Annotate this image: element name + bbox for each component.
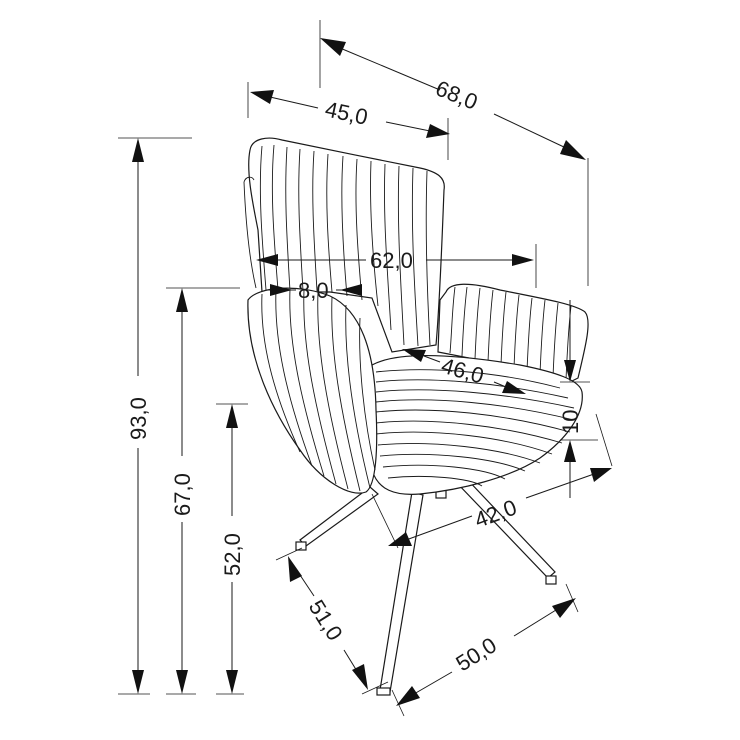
- label-seat-height: 52,0: [220, 533, 245, 576]
- label-base-width: 50,0: [451, 632, 501, 676]
- label-base-depth: 51,0: [304, 595, 348, 645]
- label-cushion-thickness: 10: [558, 410, 583, 434]
- label-arm-height: 67,0: [170, 473, 195, 516]
- dim-arm-height: [166, 287, 240, 695]
- chair-legs: [295, 475, 557, 696]
- label-back-width: 45,0: [323, 96, 370, 129]
- label-arm-width: 8,0: [298, 278, 329, 303]
- dim-seat-depth: [402, 349, 526, 394]
- label-total-height: 93,0: [126, 397, 151, 440]
- label-overall-width: 62,0: [370, 248, 413, 273]
- dim-seat-height: [216, 403, 248, 695]
- dim-overall-width: [256, 244, 537, 288]
- dim-cushion-thickness: [560, 300, 598, 498]
- dim-base-depth: [275, 547, 389, 695]
- dim-arm-width: [266, 284, 362, 296]
- chair-backrest: [243, 137, 445, 353]
- dim-back-width: [247, 82, 450, 160]
- dim-total-height: [118, 137, 192, 695]
- dim-base-width: [391, 583, 579, 717]
- label-total-depth: 68,0: [432, 75, 481, 114]
- chair-left-arm: [247, 287, 378, 494]
- dim-seat-width: [371, 413, 613, 549]
- chair-seat: [371, 354, 583, 495]
- dim-total-depth: [319, 20, 589, 286]
